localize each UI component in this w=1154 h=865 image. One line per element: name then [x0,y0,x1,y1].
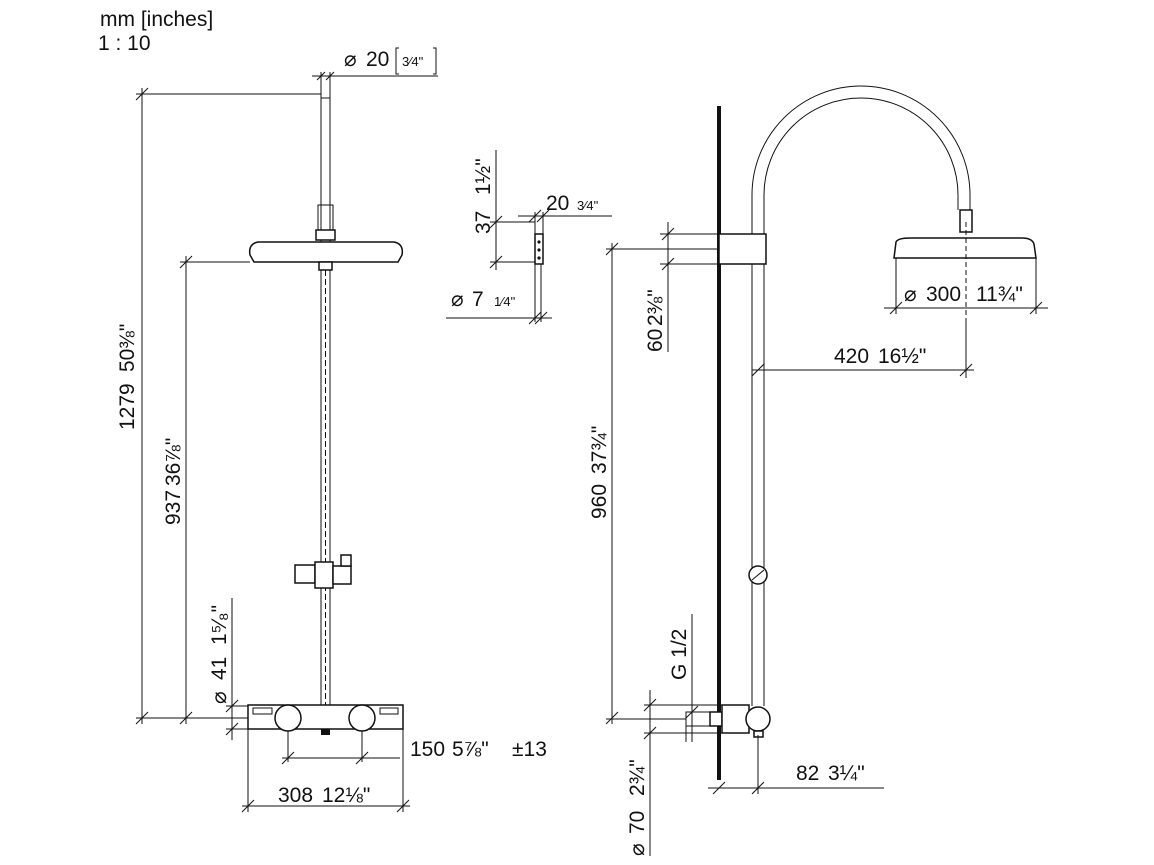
dim-60-in: 2⅜" [644,289,667,326]
dim-d70-in: 2¾" [626,759,649,796]
dim-150-in: 5⅞" [452,738,489,761]
dim-20b-in: 3⁄4" [577,198,599,213]
dim-d20-in: 3⁄4" [402,54,424,69]
front-view: ⌀ 20 3⁄4" 1279 50⅜" 937 36⅞" ⌀ 41 1⁵⁄₈" [116,47,547,813]
dim-d7-in: 1⁄4" [494,294,516,309]
dim-82-mm: 82 [796,762,819,785]
dim-308-in: 12⅛" [322,784,370,807]
shower-head-side [893,237,1037,259]
dim-d41-in: 1⁵⁄₈" [208,605,231,645]
dim-937-in: 36⅞" [162,438,185,486]
side-view: 60 2⅜" 960 37¾" ⌀ 300 11¾" 420 16½" G 1/… [588,85,1048,856]
shower-head-front [248,241,404,263]
dim-d20-mm: 20 [366,48,389,71]
dim-150-tol: ±13 [512,738,547,761]
dim-937-mm: 937 [162,490,185,525]
dim-308-mm: 308 [278,784,313,807]
dim-150-mm: 150 [410,738,445,761]
dim-d70-mm: 70 [626,811,649,834]
dim-82-in: 3¼" [828,762,865,785]
dim-960-mm: 960 [588,484,611,519]
dim-60-mm: 60 [644,329,667,352]
dim-960-in: 37¾" [588,426,611,474]
dim-g12-label: G 1/2 [668,629,691,680]
dim-420-in: 16½" [878,345,926,368]
dim-37-mm: 37 [472,211,495,234]
dim-d300-prefix: ⌀ [904,283,917,306]
dim-d300-mm: 300 [926,283,961,306]
dim-d41-mm: 41 [208,657,231,680]
dim-d41-prefix: ⌀ [208,691,231,704]
dim-420-mm: 420 [834,345,869,368]
dim-1279-in: 50⅜" [116,324,139,372]
dim-1279-mm: 1279 [116,383,139,430]
hand-shower-holder [294,554,352,589]
bracket-detail: 37 1½" 20 3⁄4" ⌀ 7 1⁄4" [446,150,612,325]
dim-d300-in: 11¾" [976,283,1023,306]
dim-d70-prefix: ⌀ [626,843,649,856]
dim-37-in: 1½" [472,158,495,195]
scale-label: 1 : 10 [98,32,151,55]
dim-d7-mm: 7 [472,288,484,311]
units-label: mm [inches] [100,8,213,31]
thermostat-bar [247,704,404,740]
dim-d7-prefix: ⌀ [451,288,464,311]
dim-d20-prefix: ⌀ [344,48,357,71]
dim-20b-mm: 20 [546,192,569,215]
